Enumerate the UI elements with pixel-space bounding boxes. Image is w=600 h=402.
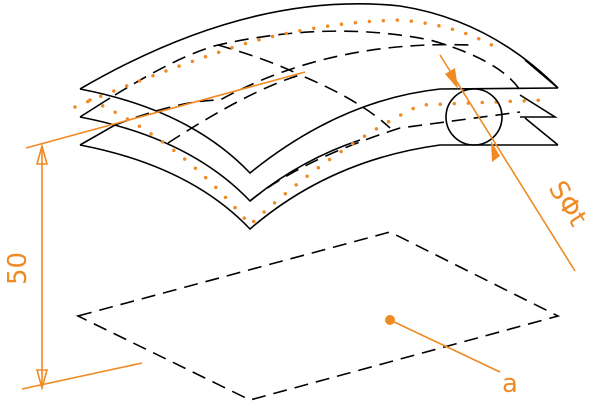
middle-layer-front-edge xyxy=(79,116,361,203)
point-a-leader xyxy=(389,319,501,373)
middle-layer-left-edge xyxy=(79,97,111,118)
height-extension-top xyxy=(25,71,306,149)
mid-surface-dotted-front xyxy=(88,98,547,228)
mid-surface-dotted-back xyxy=(73,18,502,109)
bottom-layer-right-edge xyxy=(524,117,559,146)
base-plane xyxy=(75,231,561,401)
hidden-back-edge xyxy=(114,30,521,96)
thickness-leader-line xyxy=(439,54,576,272)
thickness-sphere xyxy=(445,88,503,146)
bottom-layer-left-edge xyxy=(79,124,116,146)
thickness-arrow-top xyxy=(445,68,458,89)
hidden-middle-back xyxy=(114,43,471,126)
thickness-label: SΦt xyxy=(542,176,592,232)
hidden-axis xyxy=(249,111,521,202)
point-label: a xyxy=(502,369,518,399)
thickness-arrow-bottom xyxy=(491,141,500,162)
height-label: 50 xyxy=(3,252,33,285)
top-layer-front-edge xyxy=(79,87,559,175)
bottom-layer-front-edge xyxy=(79,144,558,231)
hidden-cross-line xyxy=(167,74,391,144)
height-arrow-top xyxy=(35,143,49,165)
top-layer-right-notch xyxy=(524,59,559,89)
height-extension-bottom xyxy=(21,362,143,390)
top-layer-back-edge xyxy=(79,3,559,90)
middle-layer-right-edge xyxy=(519,94,558,118)
hidden-middle-edge xyxy=(217,44,301,76)
height-arrow-bottom xyxy=(35,369,49,391)
